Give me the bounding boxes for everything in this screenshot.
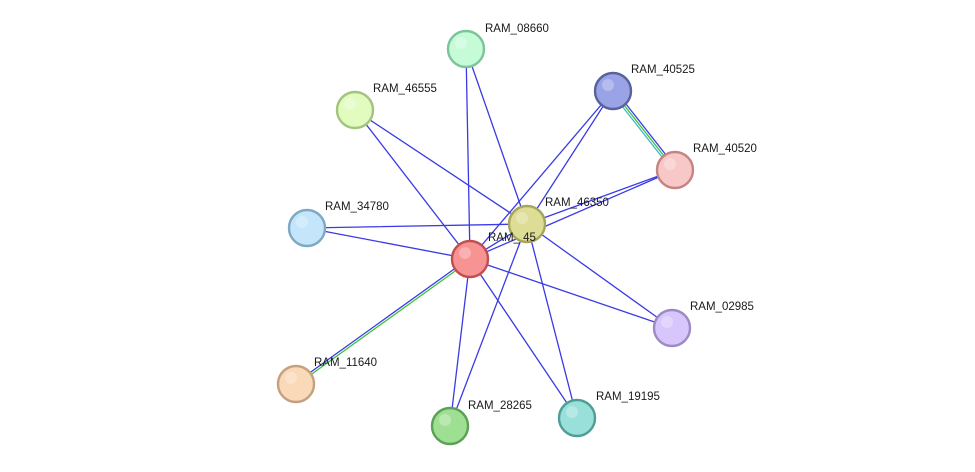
node-highlight bbox=[661, 316, 673, 328]
edge-RAM_34780-RAM_46350 bbox=[306, 223, 528, 229]
edge-RAM_40520-RAM_center bbox=[469, 169, 676, 260]
node-label-RAM_center: RAM_ 45 bbox=[488, 232, 536, 244]
node-circle[interactable] bbox=[276, 364, 316, 404]
edge-RAM_19195-RAM_center bbox=[469, 258, 578, 419]
edge-RAM_28265-RAM_center bbox=[449, 258, 471, 427]
node-RAM_08660[interactable] bbox=[446, 29, 486, 69]
node-highlight bbox=[285, 372, 297, 384]
node-label-text: RAM_28265 bbox=[468, 400, 532, 412]
edge-RAM_40525-RAM_center bbox=[469, 90, 614, 260]
node-highlight bbox=[344, 98, 356, 110]
edge-strand-blue bbox=[306, 227, 471, 260]
node-circle[interactable] bbox=[507, 204, 547, 244]
node-label-text: RAM_40525 bbox=[631, 64, 695, 76]
edge-RAM_40520-RAM_46350 bbox=[526, 169, 676, 225]
node-label-RAM_34780: RAM_34780 bbox=[325, 201, 389, 213]
edge-strand-blue bbox=[526, 223, 673, 329]
edge-strand-blue bbox=[469, 258, 578, 419]
edge-RAM_19195-RAM_46350 bbox=[526, 223, 578, 419]
node-RAM_center[interactable] bbox=[450, 239, 490, 279]
node-label-RAM_28265: RAM_28265 bbox=[468, 400, 532, 412]
edge-strand-blue bbox=[526, 90, 614, 225]
node-label-text: RAM_34780 bbox=[325, 201, 389, 213]
node-highlight bbox=[296, 216, 308, 228]
node-RAM_46555[interactable] bbox=[335, 90, 375, 130]
edge-RAM_40525-RAM_46350 bbox=[526, 90, 614, 225]
edge-strand-blue bbox=[469, 258, 673, 329]
node-highlight bbox=[516, 212, 528, 224]
node-RAM_19195[interactable] bbox=[557, 398, 597, 438]
node-label-RAM_19195: RAM_19195 bbox=[596, 391, 660, 403]
edge-RAM_34780-RAM_center bbox=[306, 227, 471, 260]
edge-strand-blue bbox=[526, 223, 578, 419]
node-highlight bbox=[455, 37, 467, 49]
node-RAM_40520[interactable] bbox=[655, 150, 695, 190]
node-label-RAM_02985: RAM_02985 bbox=[690, 301, 754, 313]
label-layer: RAM_08660RAM_40525RAM_46555RAM_40520RAM_… bbox=[314, 23, 757, 412]
edge-RAM_11640-RAM_center bbox=[294, 257, 472, 386]
node-label-text: RAM_40520 bbox=[693, 143, 757, 155]
edge-strand-green bbox=[295, 259, 472, 386]
node-label-text: RAM_ 45 bbox=[488, 232, 536, 244]
edge-strand-blue bbox=[294, 257, 471, 384]
node-label-text: RAM_11640 bbox=[314, 357, 377, 369]
node-label-RAM_40525: RAM_40525 bbox=[631, 64, 695, 76]
edge-strand-blue bbox=[465, 48, 528, 225]
node-circle[interactable] bbox=[557, 398, 597, 438]
node-label-RAM_11640: RAM_11640 bbox=[314, 357, 377, 369]
node-highlight bbox=[439, 414, 451, 426]
edge-RAM_08660-RAM_46350 bbox=[465, 48, 528, 225]
edge-strand-blue bbox=[449, 223, 528, 427]
node-label-text: RAM_02985 bbox=[690, 301, 754, 313]
edge-strand-blue bbox=[354, 109, 528, 225]
edge-RAM_28265-RAM_46350 bbox=[449, 223, 528, 427]
edge-RAM_02985-RAM_center bbox=[469, 258, 673, 329]
node-label-text: RAM_08660 bbox=[485, 23, 549, 35]
edge-RAM_46555-RAM_46350 bbox=[354, 109, 528, 225]
node-circle[interactable] bbox=[287, 208, 327, 248]
node-label-text: RAM_46555 bbox=[373, 83, 437, 95]
edge-strand-blue bbox=[465, 48, 471, 260]
node-label-RAM_08660: RAM_08660 bbox=[485, 23, 549, 35]
node-RAM_46350[interactable] bbox=[507, 204, 547, 244]
node-highlight bbox=[566, 406, 578, 418]
node-label-RAM_46350: RAM_46350 bbox=[545, 197, 609, 209]
edge-strand-blue bbox=[306, 223, 528, 229]
node-circle[interactable] bbox=[335, 90, 375, 130]
edge-strand-blue bbox=[354, 109, 471, 260]
node-label-text: RAM_19195 bbox=[596, 391, 660, 403]
node-label-RAM_46555: RAM_46555 bbox=[373, 83, 437, 95]
node-RAM_34780[interactable] bbox=[287, 208, 327, 248]
node-RAM_28265[interactable] bbox=[430, 406, 470, 446]
edge-strand-blue bbox=[469, 90, 614, 260]
edge-RAM_08660-RAM_center bbox=[465, 48, 471, 260]
node-label-RAM_40520: RAM_40520 bbox=[693, 143, 757, 155]
node-circle[interactable] bbox=[430, 406, 470, 446]
edge-strand-blue bbox=[526, 169, 676, 225]
node-highlight bbox=[664, 158, 676, 170]
node-RAM_02985[interactable] bbox=[652, 308, 692, 348]
node-circle[interactable] bbox=[446, 29, 486, 69]
node-label-text: RAM_46350 bbox=[545, 197, 609, 209]
node-circle[interactable] bbox=[593, 71, 633, 111]
edge-strand-blue bbox=[469, 169, 676, 260]
node-circle[interactable] bbox=[450, 239, 490, 279]
node-circle[interactable] bbox=[655, 150, 695, 190]
node-RAM_11640[interactable] bbox=[276, 364, 316, 404]
node-circle[interactable] bbox=[652, 308, 692, 348]
node-highlight bbox=[459, 247, 471, 259]
node-layer bbox=[276, 29, 695, 446]
node-highlight bbox=[602, 79, 614, 91]
node-RAM_40525[interactable] bbox=[593, 71, 633, 111]
edge-strand-blue bbox=[449, 258, 471, 427]
edge-RAM_02985-RAM_46350 bbox=[526, 223, 673, 329]
edge-RAM_46555-RAM_center bbox=[354, 109, 471, 260]
